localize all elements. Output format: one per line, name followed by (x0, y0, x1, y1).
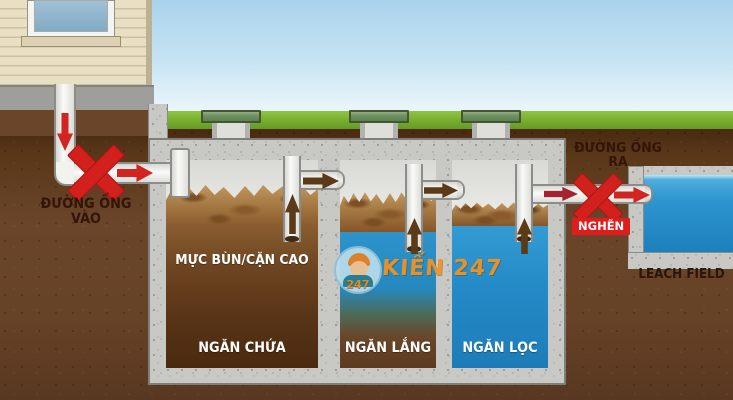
blockage-x-icon (64, 142, 128, 204)
clog-badge: NGHẼN (572, 218, 631, 236)
chamber-storage-sludge (166, 224, 318, 368)
chamber-settling-label: NGĂN LẮNG (344, 340, 432, 356)
watermark-mascot-badge: 247 (334, 246, 382, 294)
watermark-brand-text: KIẾN 247 (381, 256, 504, 281)
watermark-badge-number: 247 (346, 278, 370, 291)
inlet-wall-stub (148, 104, 168, 144)
leach-field-rim (644, 166, 733, 177)
chamber-filtering-water (452, 220, 548, 368)
leach-field-water (644, 175, 733, 253)
house-foundation (0, 85, 154, 110)
access-riser-lid (349, 110, 409, 123)
grass-strip (150, 111, 733, 129)
pipe-cap (337, 172, 343, 188)
pipe-cap (645, 186, 651, 202)
chamber-storage-label: NGĂN CHỨA (198, 340, 286, 356)
chamber-filtering-label: NGĂN LỌC (462, 340, 538, 356)
mascot-face-icon (350, 261, 368, 277)
pipe-cap (457, 182, 463, 198)
sludge-level-label: MỰC BÙN/CẶN CAO (175, 252, 309, 268)
outlet-pipe-label: ĐƯỜNG ỐNG RA (574, 140, 662, 171)
inlet-baffle-tee (170, 148, 190, 198)
leach-field-floor (628, 252, 733, 269)
house-window-glass (34, 0, 108, 32)
pipe-opening (285, 236, 299, 242)
mascot-body-icon (343, 275, 373, 287)
access-riser-lid (201, 110, 261, 123)
leach-field-label: LEACH FIELD (638, 267, 725, 282)
access-riser-lid (461, 110, 521, 123)
house-window-sill (21, 36, 121, 47)
inlet-pipe-label: ĐƯỜNG ỐNG VÀO (40, 196, 132, 227)
